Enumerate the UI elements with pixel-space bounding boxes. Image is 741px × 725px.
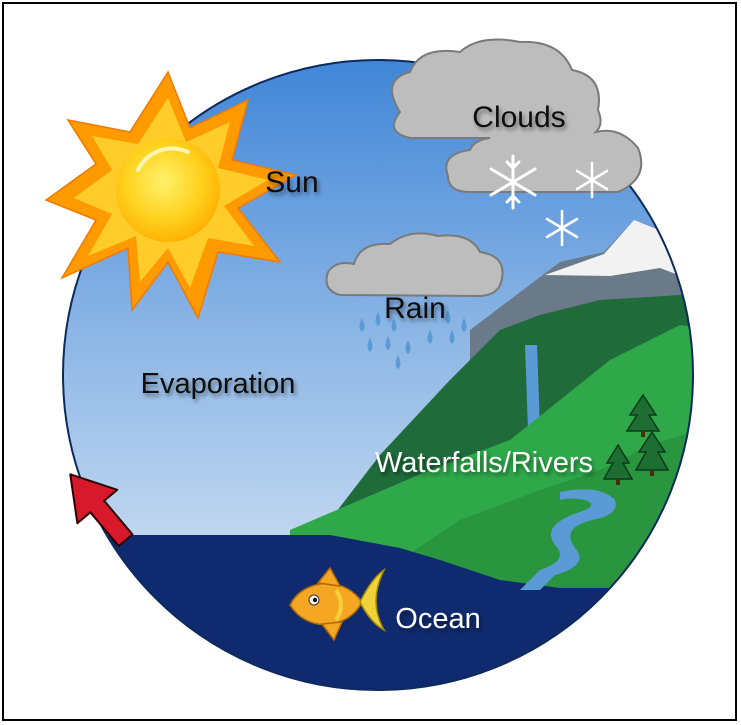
- raindrops: [359, 310, 467, 369]
- snowflake-icons: [489, 154, 609, 247]
- sun-icon: [44, 70, 299, 320]
- label-clouds: Clouds: [472, 101, 565, 134]
- label-sun: Sun: [265, 166, 318, 199]
- label-rain: Rain: [384, 292, 446, 325]
- evaporation-arrow-icon: [69, 473, 134, 548]
- globe-outline: [62, 59, 694, 691]
- label-ocean: Ocean: [395, 603, 480, 635]
- label-waterfalls-rivers: Waterfalls/Rivers: [375, 447, 593, 479]
- fish-icon: [289, 566, 387, 642]
- river: [520, 489, 616, 590]
- pine-trees: [602, 393, 670, 485]
- cloud-large: [391, 38, 643, 193]
- label-evaporation: Evaporation: [141, 368, 296, 400]
- waterfall: [525, 345, 540, 430]
- cloud-rain: [325, 232, 504, 298]
